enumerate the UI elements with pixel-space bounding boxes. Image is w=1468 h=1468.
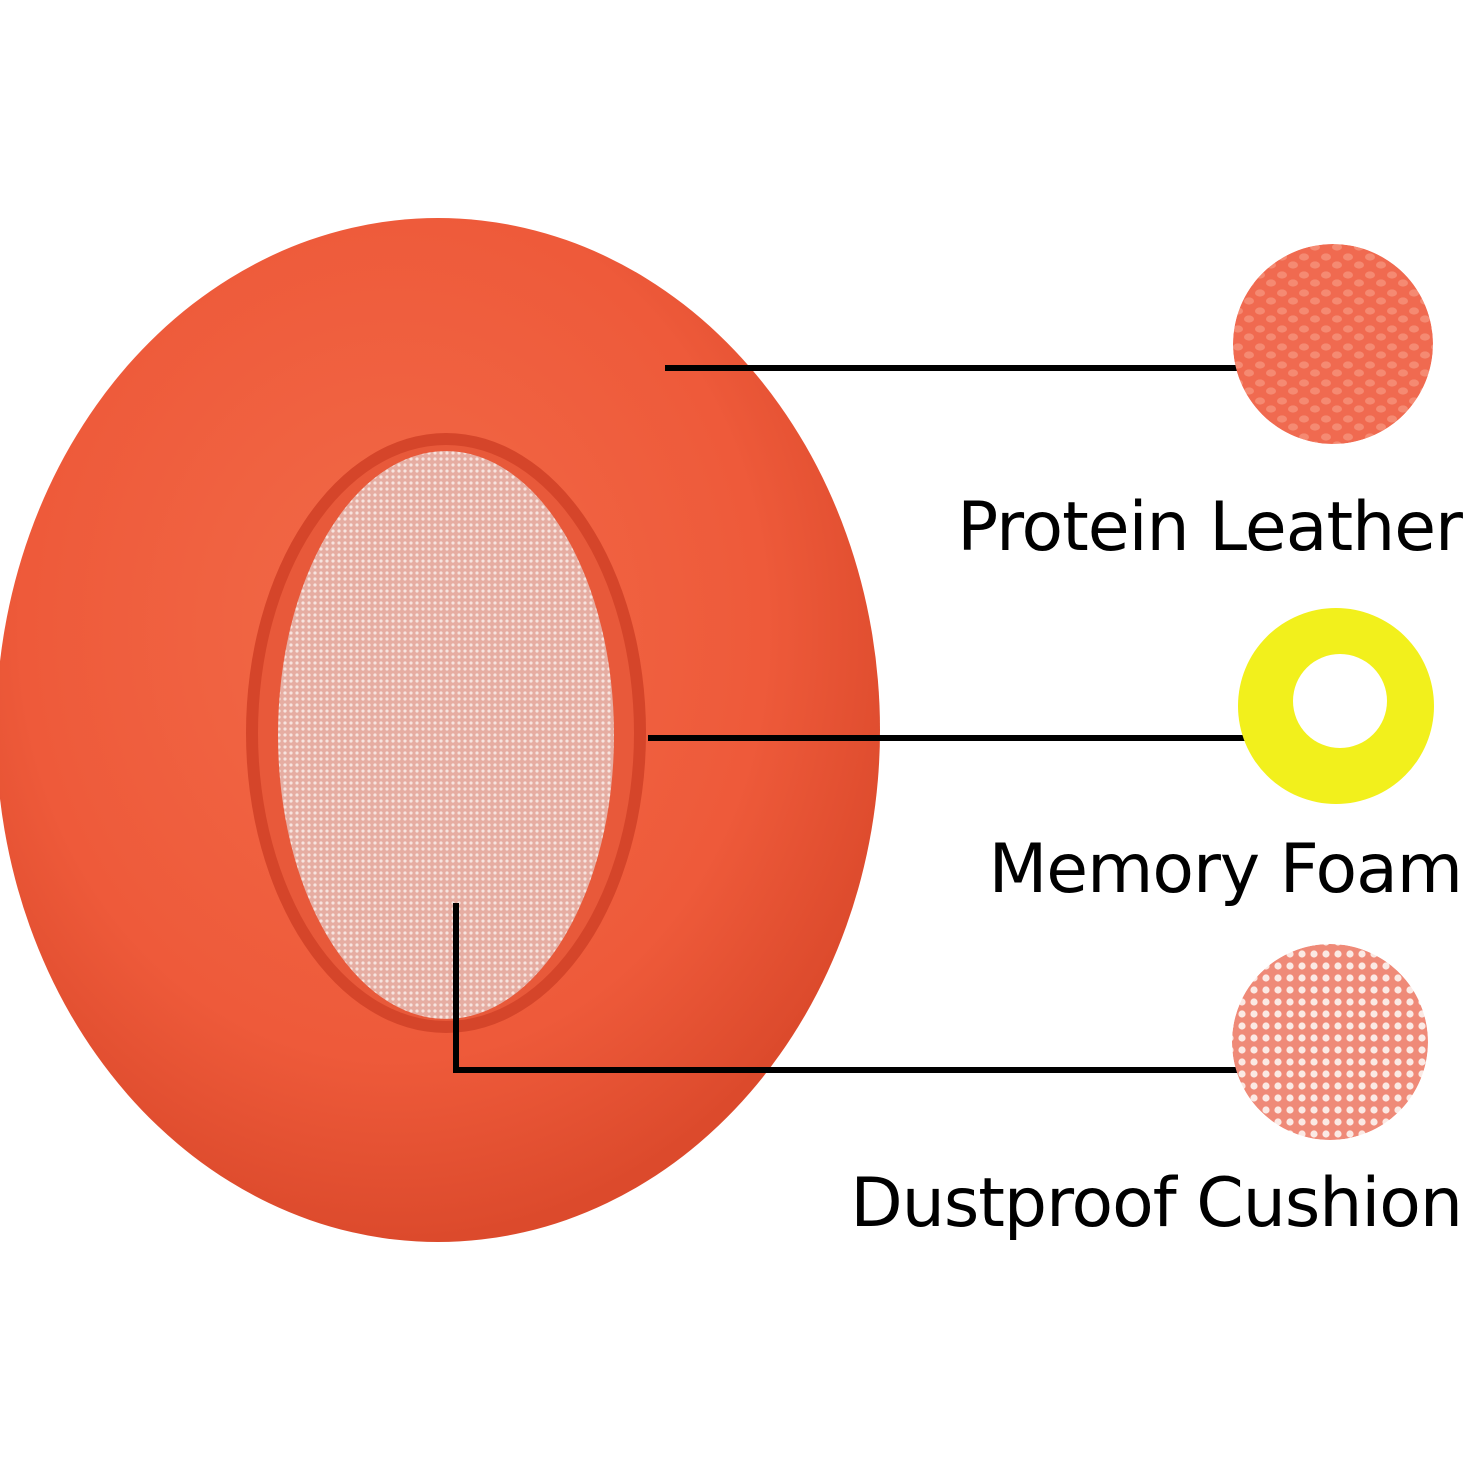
label-dustproof-cushion: Dustproof Cushion <box>850 1164 1463 1243</box>
leather-texture-icon <box>1233 244 1433 444</box>
mesh-texture-icon <box>1232 944 1428 1140</box>
label-memory-foam: Memory Foam <box>988 830 1463 909</box>
earpad-icon <box>0 218 880 1242</box>
foam-ring-icon <box>1238 608 1434 804</box>
mesh-center <box>278 451 614 1019</box>
leader-line-cushion <box>453 903 1245 1073</box>
label-protein-leather: Protein Leather <box>957 488 1463 567</box>
leader-lines <box>453 365 1245 1073</box>
